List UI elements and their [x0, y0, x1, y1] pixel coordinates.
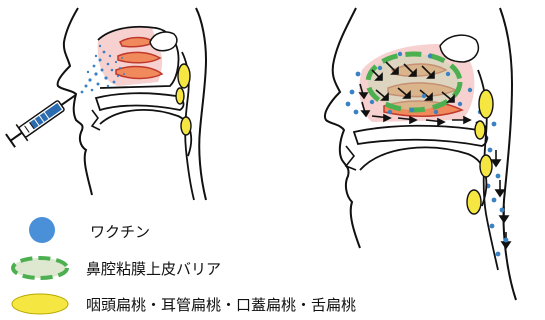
- right-tonsil-lingual: [467, 190, 481, 214]
- legend-tonsils-label: 咽頭扁桃・耳管扁桃・口蓋扁桃・舌扁桃: [86, 294, 356, 315]
- right-palate: [354, 126, 487, 146]
- right-tonsil-adenoid: [479, 90, 493, 118]
- right-teeth: [346, 146, 356, 170]
- right-tonsil-eustachian: [475, 121, 485, 139]
- legend-vaccine-label: ワクチン: [90, 221, 150, 242]
- left-head-panel: [5, 8, 206, 200]
- left-back-outline: [196, 8, 206, 200]
- left-palate: [96, 93, 183, 110]
- legend: [12, 217, 68, 314]
- left-tonsil-eustachian: [176, 88, 184, 104]
- left-tonsil-adenoid: [178, 64, 190, 88]
- left-tongue: [100, 110, 191, 156]
- legend-barrier-icon: [13, 258, 67, 278]
- right-back-outline: [500, 8, 516, 300]
- left-teeth: [92, 110, 100, 130]
- left-tonsil-palatine: [181, 117, 191, 135]
- legend-vaccine-icon: [29, 217, 55, 243]
- left-face-outline: [58, 8, 92, 195]
- barrier-ellipse: [368, 54, 460, 110]
- legend-tonsil-icon: [12, 294, 68, 314]
- right-face-outline: [325, 8, 360, 248]
- right-tonsil-palatine: [480, 155, 492, 177]
- syringe-icon: [5, 87, 82, 149]
- right-head-panel: [325, 8, 516, 300]
- legend-barrier-label: 鼻腔粘膜上皮バリア: [86, 258, 221, 279]
